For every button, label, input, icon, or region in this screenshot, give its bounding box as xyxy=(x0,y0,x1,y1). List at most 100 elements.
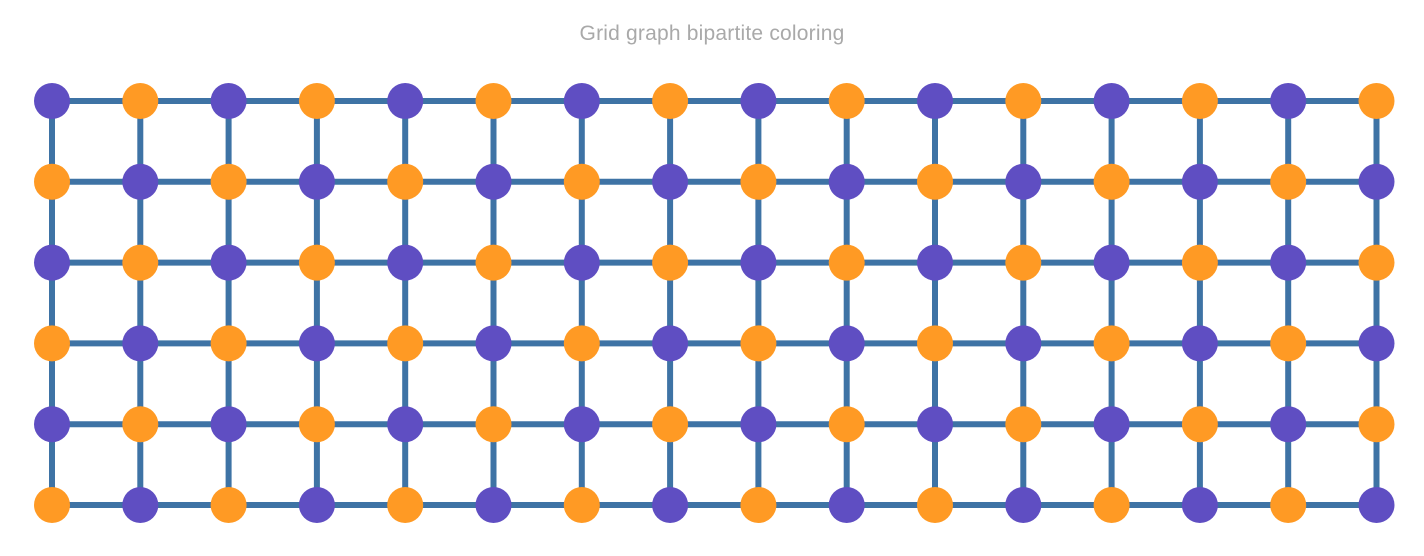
graph-node-orange xyxy=(210,163,247,200)
graph-node-orange xyxy=(1270,487,1307,523)
graph-node-purple xyxy=(475,325,512,362)
graph-node-purple xyxy=(1181,487,1218,523)
graph-node-purple xyxy=(740,406,777,443)
graph-node-purple xyxy=(387,83,424,119)
graph-node-orange xyxy=(1358,244,1395,281)
graph-node-purple xyxy=(34,83,70,119)
graph-node-orange xyxy=(563,487,600,523)
graph-node-orange xyxy=(652,83,689,119)
graph-node-orange xyxy=(210,487,247,523)
graph-node-orange xyxy=(475,406,512,443)
graph-node-purple xyxy=(122,487,159,523)
graph-node-orange xyxy=(1005,244,1042,281)
graph-node-orange xyxy=(1181,406,1218,443)
graph-node-orange xyxy=(34,163,70,200)
graph-node-orange xyxy=(1005,406,1042,443)
graph-node-orange xyxy=(740,163,777,200)
graph-node-purple xyxy=(740,83,777,119)
graph-node-orange xyxy=(1181,83,1218,119)
graph-node-purple xyxy=(122,163,159,200)
graph-node-purple xyxy=(1005,487,1042,523)
graph-node-purple xyxy=(475,487,512,523)
graph-node-purple xyxy=(740,244,777,281)
graph-node-purple xyxy=(387,406,424,443)
graph-edges xyxy=(49,98,1380,508)
graph-node-orange xyxy=(652,406,689,443)
graph-node-purple xyxy=(917,83,953,119)
graph-node-orange xyxy=(475,244,512,281)
graph-node-purple xyxy=(298,487,335,523)
graph-node-orange xyxy=(917,487,953,523)
graph-node-purple xyxy=(298,163,335,200)
graph-node-orange xyxy=(828,244,865,281)
graph-node-orange xyxy=(475,83,512,119)
graph-node-purple xyxy=(563,406,600,443)
graph-node-purple xyxy=(652,163,689,200)
graph-node-orange xyxy=(1093,163,1130,200)
graph-node-purple xyxy=(122,325,159,362)
graph-node-purple xyxy=(1093,83,1130,119)
graph-node-purple xyxy=(563,83,600,119)
graph-node-purple xyxy=(298,325,335,362)
graph-node-orange xyxy=(387,163,424,200)
graph-node-orange xyxy=(563,325,600,362)
graph-node-purple xyxy=(1358,163,1395,200)
graph-node-orange xyxy=(122,83,159,119)
graph-node-orange xyxy=(1093,325,1130,362)
graph-node-purple xyxy=(652,487,689,523)
graph-node-orange xyxy=(828,83,865,119)
graph-node-orange xyxy=(1358,83,1395,119)
graph-node-orange xyxy=(1093,487,1130,523)
graph-node-purple xyxy=(1358,325,1395,362)
graph-node-purple xyxy=(828,325,865,362)
graph-node-orange xyxy=(210,325,247,362)
graph-node-orange xyxy=(917,325,953,362)
graph-node-orange xyxy=(652,244,689,281)
graph-node-purple xyxy=(475,163,512,200)
graph-node-purple xyxy=(917,406,953,443)
graph-node-purple xyxy=(210,83,247,119)
graph-node-orange xyxy=(387,487,424,523)
graph-node-orange xyxy=(563,163,600,200)
graph-node-purple xyxy=(1181,325,1218,362)
graph-node-orange xyxy=(298,406,335,443)
graph-node-orange xyxy=(1181,244,1218,281)
graph-node-purple xyxy=(1093,406,1130,443)
graph-node-purple xyxy=(828,163,865,200)
graph-node-orange xyxy=(1270,325,1307,362)
graph-node-purple xyxy=(1270,244,1307,281)
graph-node-purple xyxy=(387,244,424,281)
graph-node-purple xyxy=(563,244,600,281)
graph-node-purple xyxy=(1270,406,1307,443)
graph-node-purple xyxy=(1181,163,1218,200)
graph-node-purple xyxy=(210,406,247,443)
graph-node-orange xyxy=(917,163,953,200)
graph-node-orange xyxy=(387,325,424,362)
graph-node-orange xyxy=(34,487,70,523)
graph-node-purple xyxy=(1005,325,1042,362)
diagram-title: Grid graph bipartite coloring xyxy=(579,22,845,45)
graph-node-orange xyxy=(740,487,777,523)
graph-node-orange xyxy=(1270,163,1307,200)
graph-node-orange xyxy=(1358,406,1395,443)
graph-node-purple xyxy=(917,244,953,281)
graph-node-purple xyxy=(1093,244,1130,281)
graph-node-purple xyxy=(1270,83,1307,119)
graph-node-orange xyxy=(1005,83,1042,119)
graph-node-orange xyxy=(298,244,335,281)
graph-node-purple xyxy=(1358,487,1395,523)
graph-node-purple xyxy=(34,244,70,281)
graph-node-purple xyxy=(1005,163,1042,200)
graph-node-purple xyxy=(34,406,70,443)
graph-node-orange xyxy=(828,406,865,443)
graph-node-orange xyxy=(122,244,159,281)
graph-node-purple xyxy=(210,244,247,281)
graph-nodes xyxy=(34,83,1395,523)
graph-node-orange xyxy=(298,83,335,119)
graph-node-orange xyxy=(122,406,159,443)
graph-node-orange xyxy=(740,325,777,362)
graph-node-purple xyxy=(828,487,865,523)
graph-node-purple xyxy=(652,325,689,362)
graph-node-orange xyxy=(34,325,70,362)
